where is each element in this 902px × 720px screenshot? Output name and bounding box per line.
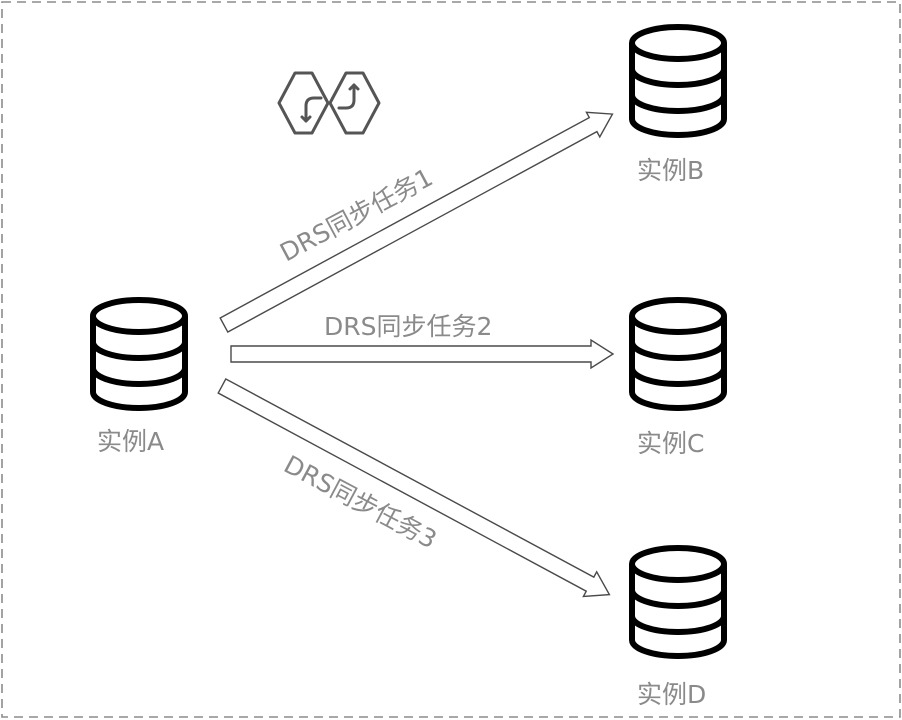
arrow-task-3 (217, 378, 611, 598)
instance-b-label: 实例B (637, 156, 704, 185)
database-icon (629, 24, 727, 138)
task-2-label: DRS同步任务2 (324, 312, 492, 341)
database-icon (629, 545, 727, 659)
instance-c-label: 实例C (637, 429, 704, 458)
sync-icon (277, 71, 381, 135)
database-icon (90, 297, 188, 411)
database-icon (629, 297, 727, 411)
instance-d-label: 实例D (637, 680, 706, 709)
instance-a-label: 实例A (97, 427, 164, 456)
arrow-task-1 (219, 111, 614, 333)
arrow-task-2 (230, 338, 615, 370)
